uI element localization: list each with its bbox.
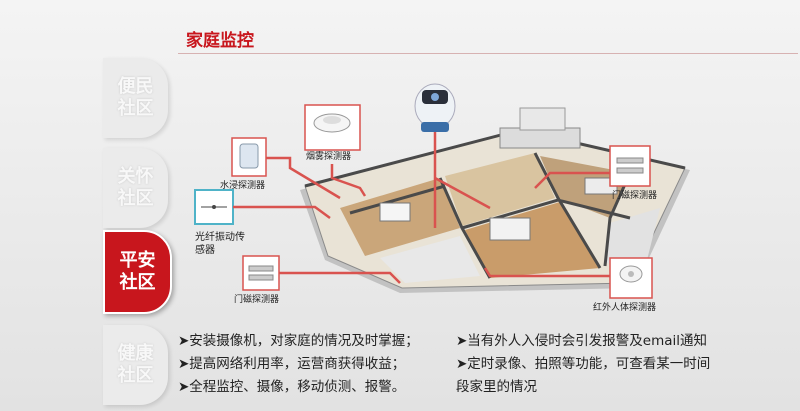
- bullets-left: ➤安装摄像机，对家庭的情况及时掌握； ➤提高网络利用率，运营商获得收益； ➤全程…: [178, 330, 419, 399]
- roof-structure: [519, 107, 566, 131]
- title-divider: [178, 53, 798, 54]
- door-sensor-left-label: 门磁探测器: [234, 293, 279, 305]
- tab-label: 社区: [117, 188, 154, 209]
- fiber-sensor-label: 感器: [195, 243, 215, 256]
- connector-lines: [233, 132, 610, 284]
- bed: [379, 202, 411, 222]
- bullet-item: 段家里的情况: [456, 379, 537, 395]
- bullet-item: ➤全程监控、摄像，移动侦测、报警。: [178, 379, 406, 395]
- tab-label: 社区: [117, 98, 154, 119]
- bullet-item: ➤定时录像、拍照等功能，可查看某一时间: [456, 356, 711, 372]
- fiber-sensor-label: 光纤振动传: [195, 230, 245, 243]
- tab-label: 便民: [117, 76, 154, 97]
- bullet-item: ➤提高网络利用率，运营商获得收益；: [178, 356, 406, 372]
- door-sensor-icon: [242, 255, 280, 291]
- water-detector-icon: [231, 137, 267, 177]
- door-sensor-right-label: 门磁探测器: [612, 189, 657, 201]
- smoke-detector-icon: [304, 104, 361, 151]
- tab-label: 关怀: [117, 166, 154, 187]
- tab-safety-community[interactable]: 平安社区: [103, 230, 172, 314]
- page-title: 家庭监控: [186, 31, 254, 51]
- tab-label: 社区: [117, 365, 154, 386]
- infrared-sensor-label: 红外人体探测器: [593, 301, 656, 313]
- tab-health-community[interactable]: 健康社区: [103, 325, 168, 405]
- home-monitoring-diagram: 烟雾探测器 水浸探测器 光纤振动传 感器 门磁探测器 门磁探测器: [194, 83, 690, 313]
- smoke-detector-label: 烟雾探测器: [306, 150, 351, 162]
- tab-label: 平安: [119, 250, 156, 271]
- tab-label: 社区: [119, 272, 156, 293]
- camera-icon: [414, 83, 456, 132]
- bullets-right: ➤当有外人入侵时会引发报警及email通知 ➤定时录像、拍照等功能，可查看某一时…: [456, 330, 710, 399]
- tab-convenience-community[interactable]: 便民社区: [103, 58, 168, 138]
- infrared-sensor-icon: [609, 257, 653, 299]
- tab-label: 健康: [117, 343, 154, 364]
- bullet-item: ➤当有外人入侵时会引发报警及email通知: [456, 333, 708, 349]
- bullet-item: ➤安装摄像机，对家庭的情况及时掌握；: [178, 333, 419, 349]
- fiber-vibration-sensor-icon: [194, 189, 234, 225]
- tab-care-community[interactable]: 关怀社区: [103, 148, 168, 228]
- door-sensor-icon: [609, 145, 651, 187]
- roof-structure: [499, 127, 581, 149]
- water-detector-label: 水浸探测器: [220, 179, 265, 191]
- bed: [489, 217, 531, 241]
